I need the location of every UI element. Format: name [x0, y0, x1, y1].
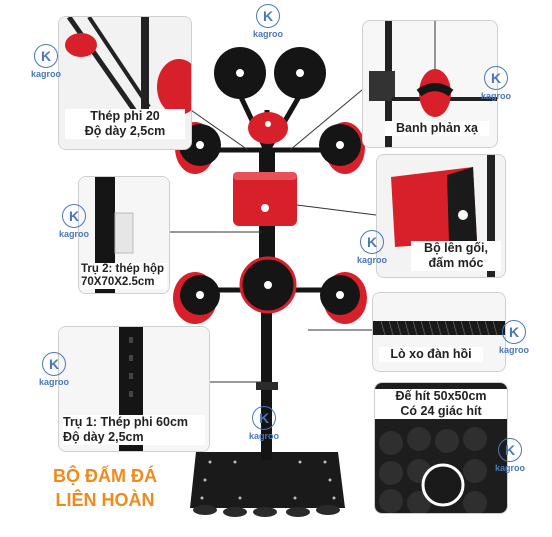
- pad-2: [214, 47, 266, 99]
- spring-caption: Lò xo đàn hồi: [379, 347, 483, 362]
- brand-logo-icon: K: [502, 320, 526, 344]
- post2-caption: Trụ 2: thép hộp 70X70X2.5cm: [81, 263, 167, 289]
- callout-base: Đế hít 50x50cm Có 24 giác hít: [374, 382, 508, 514]
- post-1: [261, 300, 272, 460]
- pad-7: [320, 272, 367, 324]
- callout-spring: Lò xo đàn hồi: [372, 292, 506, 372]
- brand-logo-icon: K: [360, 230, 384, 254]
- pad-top-center: [248, 112, 288, 144]
- brand-logo-icon: K: [498, 438, 522, 462]
- pipe20-caption: Thép phi 20 Độ dày 2,5cm: [65, 109, 185, 139]
- brand-logo: K kagroo: [38, 352, 70, 387]
- brand-logo: K kagroo: [480, 66, 512, 101]
- pad-6: [239, 256, 297, 314]
- leader-lines: [170, 89, 377, 383]
- callout-post1: Trụ 1: Thép phi 60cm Độ dày 2,5cm: [58, 326, 210, 452]
- brand-logo-icon: K: [252, 406, 276, 430]
- brand-logo: K kagroo: [252, 4, 284, 39]
- brand-logo: K kagroo: [356, 230, 388, 265]
- suction-base-plate: [190, 452, 345, 508]
- suction-cups: [193, 505, 340, 517]
- post1-caption: Trụ 1: Thép phi 60cm Độ dày 2,5cm: [63, 415, 205, 445]
- brand-logo: K kagroo: [248, 406, 280, 441]
- brand-logo: K kagroo: [494, 438, 526, 473]
- post-collar: [256, 382, 278, 390]
- speedbag-caption: Banh phản xạ: [385, 121, 489, 136]
- kneepad-caption: Bộ lên gối, đấm móc: [411, 241, 501, 271]
- product-title: BỘ ĐẤM ĐÁ LIÊN HOÀN: [53, 466, 157, 510]
- callout-kneepad: Bộ lên gối, đấm móc: [376, 154, 506, 278]
- brand-logo: K kagroo: [30, 44, 62, 79]
- callout-post2: Trụ 2: thép hộp 70X70X2.5cm: [78, 176, 170, 294]
- brand-logo-icon: K: [34, 44, 58, 68]
- pad-3: [274, 47, 326, 99]
- callout-pipe20: Thép phi 20 Độ dày 2,5cm: [58, 16, 192, 150]
- brand-logo-icon: K: [256, 4, 280, 28]
- base-caption: Đế hít 50x50cm Có 24 giác hít: [375, 389, 507, 419]
- callout-speedbag: Banh phản xạ: [362, 20, 498, 148]
- brand-logo: K kagroo: [498, 320, 530, 355]
- base-bolts: [200, 460, 336, 500]
- pad-4: [319, 122, 365, 174]
- brand-logo: K kagroo: [58, 204, 90, 239]
- brand-logo-icon: K: [484, 66, 508, 90]
- brand-logo-icon: K: [42, 352, 66, 376]
- brand-logo-icon: K: [62, 204, 86, 228]
- knee-pad-block: [233, 172, 297, 226]
- pad-5: [173, 272, 220, 324]
